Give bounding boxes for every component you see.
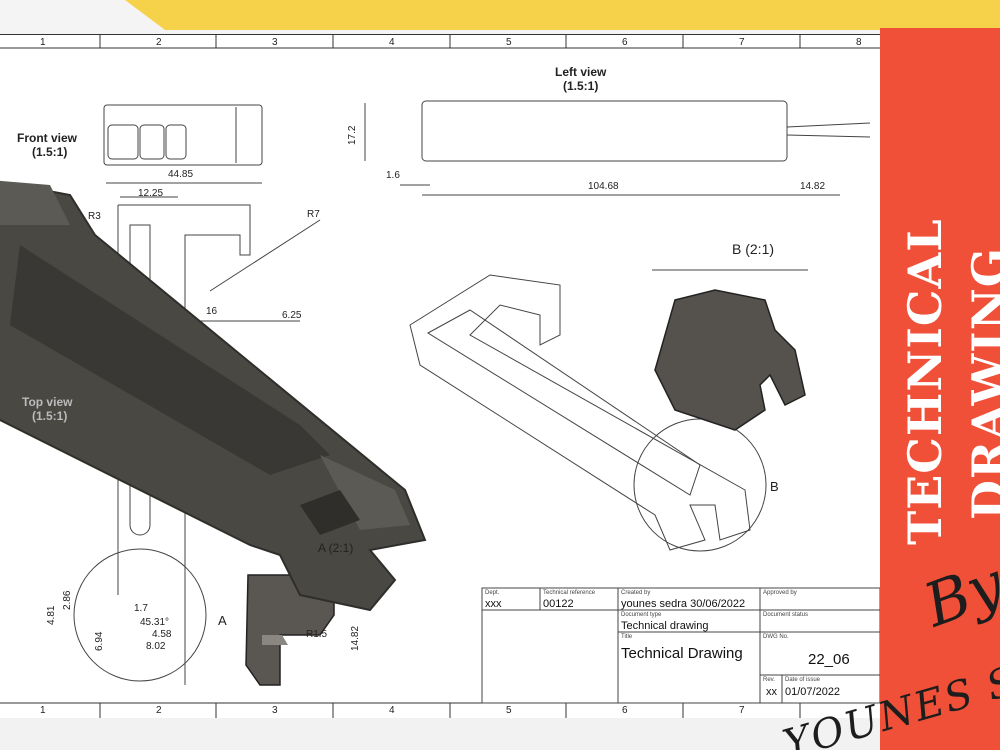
front-view-title: Front view bbox=[17, 131, 78, 145]
drawing-linework bbox=[0, 35, 880, 718]
col-4-bottom: 4 bbox=[389, 705, 395, 716]
col-5-top: 5 bbox=[506, 37, 512, 48]
col-6-bottom: 6 bbox=[622, 705, 628, 716]
tb-rev-label: Rev. bbox=[763, 677, 775, 683]
tb-rev-value: xx bbox=[766, 686, 777, 698]
col-1-top: 1 bbox=[40, 37, 46, 48]
dim-14-82-top: 14.82 bbox=[800, 181, 826, 192]
dim-8-02: 8.02 bbox=[146, 641, 166, 652]
dim-104-68: 104.68 bbox=[588, 181, 619, 192]
title-banner bbox=[880, 28, 1000, 750]
dim-14-82-detail: 14.82 bbox=[350, 625, 361, 651]
dim-17-2: 17.2 bbox=[347, 125, 358, 145]
col-8-top: 8 bbox=[856, 37, 862, 48]
dim-4-81: 4.81 bbox=[46, 605, 57, 625]
dim-16: 16 bbox=[206, 306, 218, 317]
col-7-top: 7 bbox=[739, 37, 745, 48]
tb-date-label: Date of issue bbox=[785, 677, 821, 683]
detail-b-title: B (2:1) bbox=[732, 241, 775, 257]
dim-4-58: 4.58 bbox=[152, 629, 172, 640]
tb-techref-label: Technical reference bbox=[543, 590, 596, 596]
dim-12-25: 12.25 bbox=[138, 188, 164, 199]
left-view-title: Left view bbox=[555, 65, 607, 79]
dim-r3: R3 bbox=[88, 211, 101, 222]
dim-1-6: 1.6 bbox=[386, 170, 400, 181]
top-view-scale: (1.5:1) bbox=[32, 409, 68, 423]
dim-1-7: 1.7 bbox=[134, 603, 148, 614]
col-3-bottom: 3 bbox=[272, 705, 278, 716]
tb-created-value: younes sedra 30/06/2022 bbox=[621, 598, 746, 610]
yellow-accent-stripe bbox=[125, 0, 1000, 30]
front-view-scale: (1.5:1) bbox=[32, 145, 68, 159]
dim-r1-5: R1.5 bbox=[306, 629, 328, 640]
tb-dwg-label: DWG No. bbox=[763, 634, 789, 640]
dim-45-31: 45.31° bbox=[140, 617, 170, 628]
top-view-title: Top view bbox=[22, 395, 73, 409]
left-view-scale: (1.5:1) bbox=[563, 79, 599, 93]
tb-doctype-label: Document type bbox=[621, 612, 662, 618]
banner-line-technical: TECHNICAL bbox=[898, 218, 952, 545]
dim-6-25: 6.25 bbox=[282, 310, 302, 321]
tb-date-value: 01/07/2022 bbox=[785, 686, 841, 698]
tb-title-label: Title bbox=[621, 634, 633, 640]
col-2-bottom: 2 bbox=[156, 705, 162, 716]
tb-approved-label: Approved by bbox=[763, 590, 797, 596]
dim-6-94: 6.94 bbox=[94, 631, 105, 651]
col-6-top: 6 bbox=[622, 37, 628, 48]
col-2-top: 2 bbox=[156, 37, 162, 48]
tb-title-value: Technical Drawing bbox=[621, 645, 743, 662]
tb-dept-label: Dept. bbox=[485, 590, 500, 596]
tb-doctype-value: Technical drawing bbox=[621, 620, 709, 632]
banner-line-drawing: DRAWING bbox=[962, 246, 1000, 520]
tb-techref-value: 00122 bbox=[543, 598, 574, 610]
dim-r7: R7 bbox=[307, 209, 320, 220]
tb-created-label: Created by bbox=[621, 590, 651, 596]
col-1-bottom: 1 bbox=[40, 705, 46, 716]
tb-dept-value: xxx bbox=[485, 598, 502, 610]
col-5-bottom: 5 bbox=[506, 705, 512, 716]
drawing-sheet: 1 2 3 4 5 6 7 8 1 2 3 4 5 6 7 Left view … bbox=[0, 34, 880, 718]
callout-a: A bbox=[218, 613, 227, 628]
dim-2-86: 2.86 bbox=[62, 590, 73, 610]
col-7-bottom: 7 bbox=[739, 705, 745, 716]
dim-44-85: 44.85 bbox=[168, 169, 194, 180]
detail-a-title: A (2:1) bbox=[318, 541, 354, 555]
rendered-part-3d bbox=[0, 180, 427, 612]
tb-docstatus-label: Document status bbox=[763, 612, 809, 618]
col-3-top: 3 bbox=[272, 37, 278, 48]
tb-dwg-value: 22_06 bbox=[808, 651, 850, 668]
col-4-top: 4 bbox=[389, 37, 395, 48]
callout-b: B bbox=[770, 479, 779, 494]
